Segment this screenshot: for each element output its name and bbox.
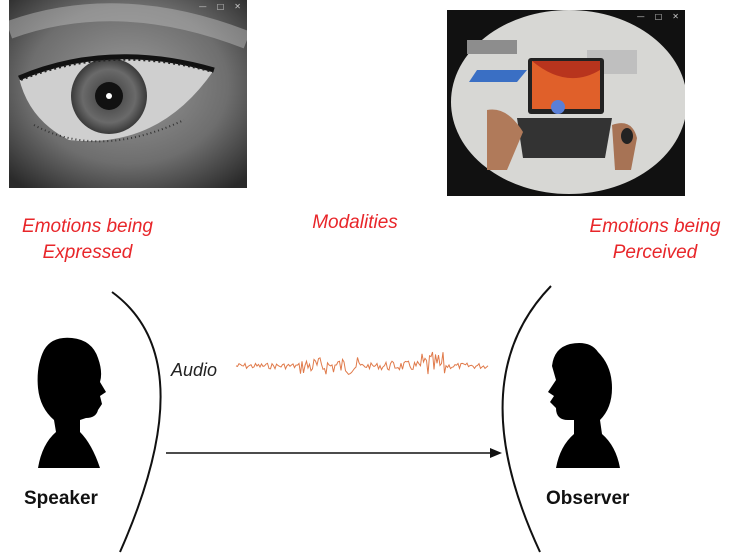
speaker-boundary-arc	[111, 291, 162, 553]
emotions-perceived-caption: Emotions being Perceived	[570, 214, 740, 266]
emotions-expressed-caption: Emotions being Expressed	[0, 214, 175, 266]
modalities-caption: Modalities	[290, 210, 420, 236]
window-controls: — □ ✕	[199, 2, 241, 11]
maximize-icon[interactable]: □	[216, 2, 225, 11]
observer-label: Observer	[546, 488, 630, 509]
close-icon[interactable]: ✕	[234, 2, 241, 11]
observer-silhouette-icon	[548, 343, 620, 468]
caption-line: Perceived	[612, 242, 698, 263]
close-icon[interactable]: ✕	[672, 12, 679, 21]
audio-label: Audio	[171, 360, 218, 380]
minimize-icon[interactable]: —	[198, 2, 207, 11]
speaker-label: Speaker	[24, 488, 98, 509]
arrow-icon	[166, 448, 502, 458]
caption-line: Emotions being	[589, 216, 721, 237]
eye-image	[9, 0, 247, 188]
caption-line: Emotions being	[22, 216, 153, 237]
window-controls: — □ ✕	[637, 12, 679, 21]
caption-line: Modalities	[312, 212, 398, 233]
caption-line: Expressed	[42, 242, 133, 263]
speaker-silhouette-icon	[37, 337, 106, 468]
observer-boundary-arc	[501, 285, 552, 553]
laptop-desk-photo: — □ ✕	[447, 10, 685, 196]
eye-closeup-photo: — □ ✕	[9, 0, 247, 188]
desk-image	[447, 10, 685, 196]
audio-waveform-icon	[235, 351, 489, 376]
maximize-icon[interactable]: □	[654, 12, 663, 21]
minimize-icon[interactable]: —	[636, 12, 645, 21]
